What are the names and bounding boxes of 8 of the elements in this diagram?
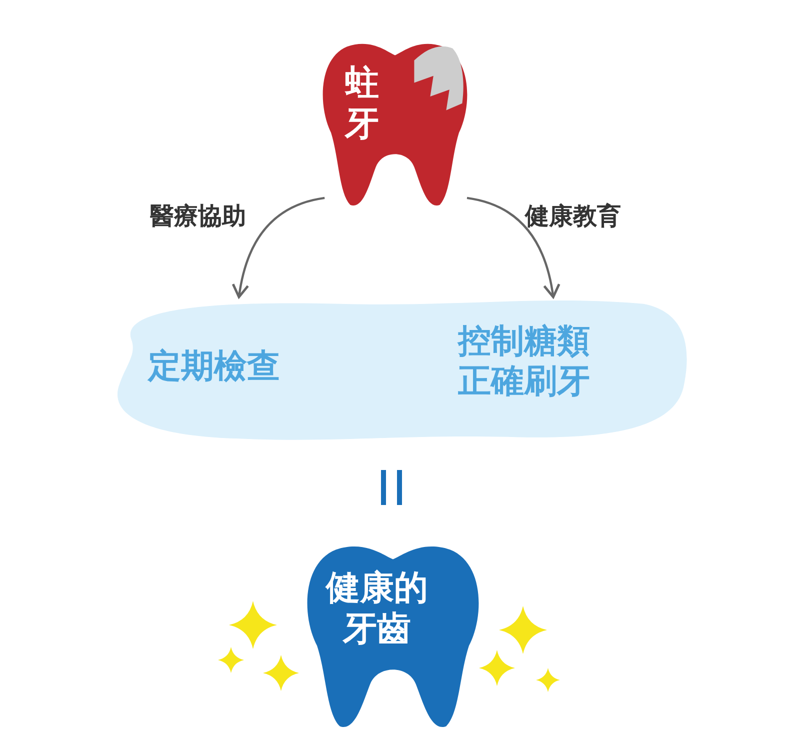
- curved-arrow: [466, 196, 560, 298]
- cloud-text: 定期檢查: [148, 346, 280, 386]
- tooth-label: 蛀牙: [345, 63, 379, 145]
- edge-label: 醫療協助: [150, 201, 246, 232]
- edge-label: 健康教育: [525, 201, 621, 232]
- tooth-label: 健康的牙齒: [326, 568, 428, 650]
- cloud-text: 控制糖類正確刷牙: [458, 321, 590, 400]
- curved-arrow: [232, 196, 325, 298]
